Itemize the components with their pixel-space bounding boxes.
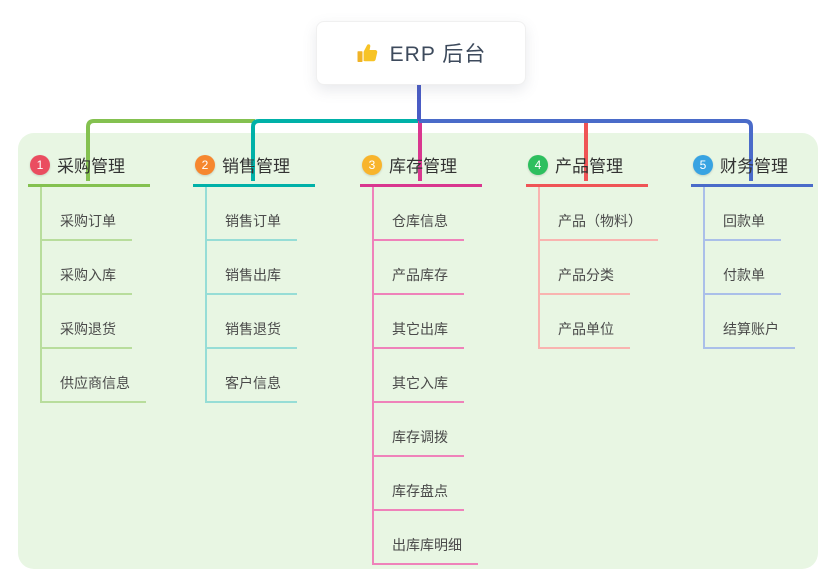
branch-children: 销售订单销售出库销售退货客户信息 xyxy=(205,187,358,403)
child-label: 产品单位 xyxy=(558,321,614,337)
child-label: 采购入库 xyxy=(60,267,116,283)
child-node[interactable]: 采购退货 xyxy=(42,295,132,349)
branch-4: 4 产品管理产品（物料） 产品分类产品单位 xyxy=(526,149,691,349)
child-node[interactable]: 采购入库 xyxy=(42,241,132,295)
child-label: 客户信息 xyxy=(225,375,281,391)
branches-panel xyxy=(18,133,818,569)
child-label: 仓库信息 xyxy=(392,213,448,229)
branch-node-3[interactable]: 3 库存管理 xyxy=(360,149,482,187)
child-label: 产品（物料） xyxy=(558,213,642,229)
child-node[interactable]: 其它入库 xyxy=(374,349,464,403)
branch-children: 采购订单采购入库采购退货供应商信息 xyxy=(40,187,193,403)
child-label: 回款单 xyxy=(723,213,765,229)
branch-3: 3 库存管理仓库信息产品库存其它出库其它入库库存调拨库存盘点出库库明细 xyxy=(360,149,525,565)
child-label: 销售出库 xyxy=(225,267,281,283)
child-label: 产品分类 xyxy=(558,267,614,283)
branch-number-badge: 3 xyxy=(362,154,382,175)
branch-children: 产品（物料） 产品分类产品单位 xyxy=(538,187,691,349)
branch-node-5[interactable]: 5 财务管理 xyxy=(691,149,813,187)
branch-number-badge: 4 xyxy=(528,154,548,175)
child-node[interactable]: 结算账户 xyxy=(705,295,795,349)
child-node[interactable]: 客户信息 xyxy=(207,349,297,403)
root-title: ERP 后台 xyxy=(389,43,487,66)
branch-node-2[interactable]: 2 销售管理 xyxy=(193,149,315,187)
child-node[interactable]: 销售退货 xyxy=(207,295,297,349)
branch-children: 回款单付款单结算账户 xyxy=(703,187,839,349)
child-node[interactable]: 库存调拨 xyxy=(374,403,464,457)
branch-label: 库存管理 xyxy=(389,157,457,176)
branch-node-4[interactable]: 4 产品管理 xyxy=(526,149,648,187)
root-node[interactable]: ERP 后台 xyxy=(316,21,526,85)
child-label: 销售退货 xyxy=(225,321,281,337)
child-node[interactable]: 产品单位 xyxy=(540,295,630,349)
child-label: 产品库存 xyxy=(392,267,448,283)
branch-number-badge: 1 xyxy=(30,154,50,175)
child-label: 采购订单 xyxy=(60,213,116,229)
child-node[interactable]: 付款单 xyxy=(705,241,781,295)
branch-label: 财务管理 xyxy=(720,157,788,176)
branch-label: 销售管理 xyxy=(222,157,290,176)
thumbs-up-icon xyxy=(356,41,380,65)
child-label: 供应商信息 xyxy=(60,375,130,391)
branch-label: 产品管理 xyxy=(555,157,623,176)
child-label: 其它出库 xyxy=(392,321,448,337)
child-node[interactable]: 销售订单 xyxy=(207,187,297,241)
child-node[interactable]: 回款单 xyxy=(705,187,781,241)
branch-children: 仓库信息产品库存其它出库其它入库库存调拨库存盘点出库库明细 xyxy=(372,187,525,565)
child-label: 结算账户 xyxy=(723,321,779,337)
child-label: 库存调拨 xyxy=(392,429,448,445)
branch-number-badge: 2 xyxy=(195,154,215,175)
branch-label: 采购管理 xyxy=(57,157,125,176)
child-node[interactable]: 库存盘点 xyxy=(374,457,464,511)
child-label: 库存盘点 xyxy=(392,483,448,499)
branch-5: 5 财务管理回款单付款单结算账户 xyxy=(691,149,839,349)
branch-number-badge: 5 xyxy=(693,154,713,175)
child-label: 出库库明细 xyxy=(392,537,462,553)
branch-node-1[interactable]: 1 采购管理 xyxy=(28,149,150,187)
child-node[interactable]: 产品库存 xyxy=(374,241,464,295)
child-node[interactable]: 采购订单 xyxy=(42,187,132,241)
child-node[interactable]: 供应商信息 xyxy=(42,349,146,403)
branch-2: 2 销售管理销售订单销售出库销售退货客户信息 xyxy=(193,149,358,403)
child-label: 采购退货 xyxy=(60,321,116,337)
child-node[interactable]: 产品分类 xyxy=(540,241,630,295)
child-node[interactable]: 出库库明细 xyxy=(374,511,478,565)
child-label: 销售订单 xyxy=(225,213,281,229)
child-node[interactable]: 其它出库 xyxy=(374,295,464,349)
child-label: 其它入库 xyxy=(392,375,448,391)
child-node[interactable]: 销售出库 xyxy=(207,241,297,295)
branch-1: 1 采购管理采购订单采购入库采购退货供应商信息 xyxy=(28,149,193,403)
child-node[interactable]: 产品（物料） xyxy=(540,187,658,241)
child-node[interactable]: 仓库信息 xyxy=(374,187,464,241)
child-label: 付款单 xyxy=(723,267,765,283)
